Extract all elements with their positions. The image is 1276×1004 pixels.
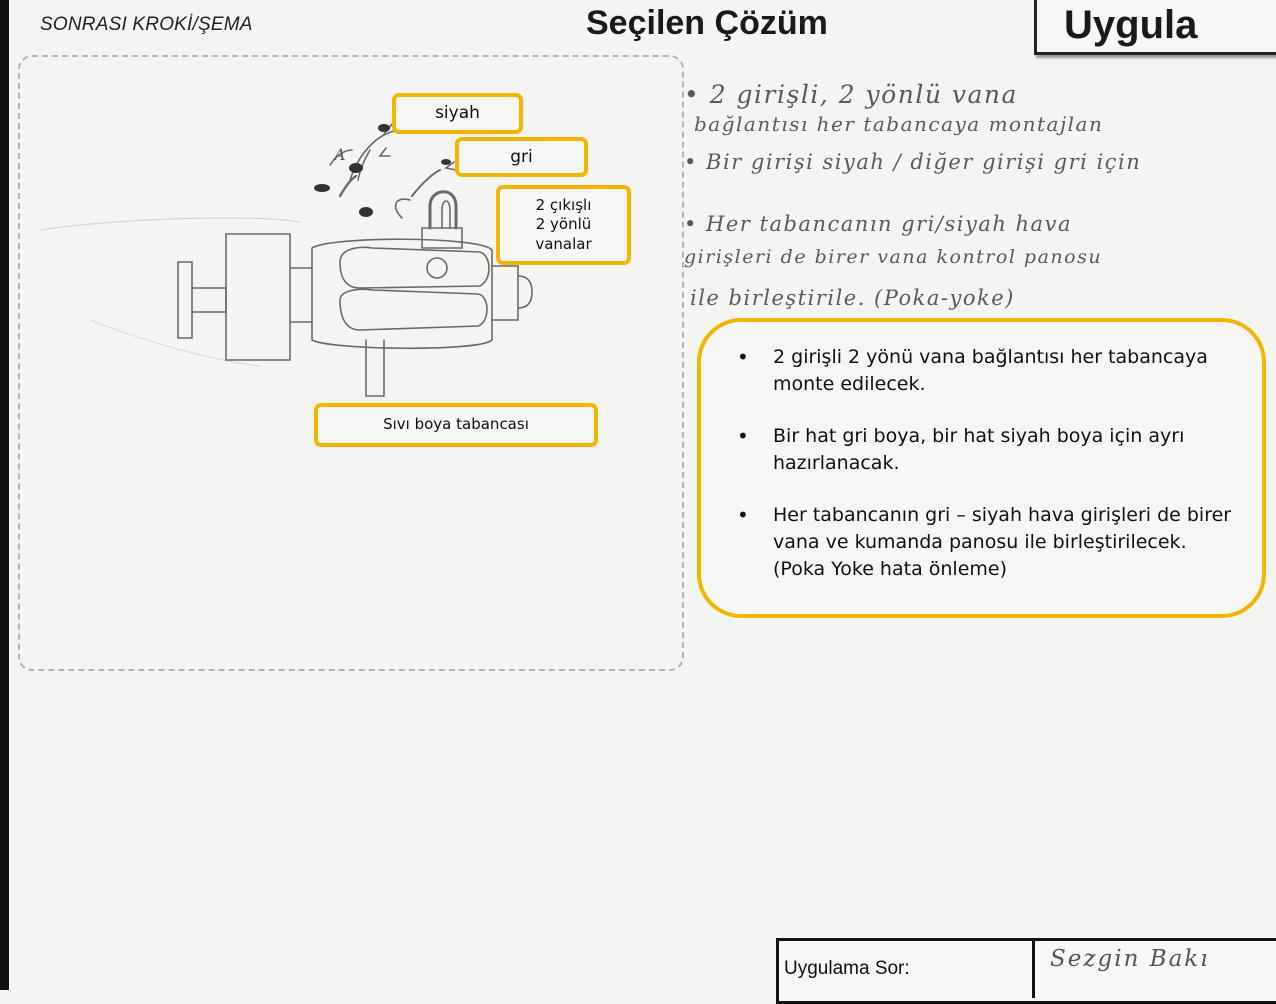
handwritten-note: bağlantısı her tabancaya montajlan [694, 112, 1104, 136]
handwritten-note: • Her tabancanın gri/siyah hava [684, 212, 1072, 236]
left-page-border [0, 0, 9, 990]
responsible-box-divider [1032, 938, 1035, 998]
sketch-letter-a: A [332, 145, 346, 164]
apply-title: Uygula [1064, 3, 1198, 47]
summary-bullet: Bir hat gri boya, bir hat siyah boya içi… [731, 423, 1232, 477]
handwritten-note: • 2 girişli, 2 yönlü vana [684, 80, 1018, 109]
callout-valves: 2 çıkışlı 2 yönlü vanalar [496, 185, 631, 265]
sketch-section-title: SONRASI KROKİ/ŞEMA [40, 14, 253, 35]
callout-valves-line2: 2 yönlü [535, 215, 592, 234]
callout-gri: gri [455, 137, 588, 177]
handwritten-note: • Bir girişi siyah / diğer girişi gri iç… [684, 150, 1142, 174]
callout-paint-gun-label: Sıvı boya tabancası [383, 415, 529, 434]
paint-gun-sketch: A [39, 123, 533, 397]
summary-bullet: Her tabancanın gri – siyah hava girişler… [731, 502, 1232, 583]
callout-siyah-label: siyah [435, 103, 480, 124]
responsible-label: Uygulama Sor: [784, 958, 910, 979]
solution-summary-list: 2 girişli 2 yönü vana bağlantısı her tab… [731, 344, 1232, 583]
apply-header-box [1034, 0, 1276, 55]
handwritten-note: ile birleştirile. (Poka-yoke) [690, 286, 1015, 310]
handwritten-note: girişleri de birer vana kontrol panosu [684, 246, 1103, 268]
callout-paint-gun: Sıvı boya tabancası [314, 403, 598, 447]
callout-valves-line1: 2 çıkışlı [535, 195, 592, 214]
sketch-area [18, 55, 684, 671]
callout-valves-line3: vanalar [535, 234, 592, 253]
callout-siyah: siyah [392, 93, 523, 134]
solution-summary-box: 2 girişli 2 yönü vana bağlantısı her tab… [697, 318, 1266, 618]
summary-bullet: 2 girişli 2 yönü vana bağlantısı her tab… [731, 344, 1232, 398]
responsible-signature: Sezgin Bakı [1050, 946, 1210, 972]
callout-gri-label: gri [510, 146, 533, 167]
selected-solution-title: Seçilen Çözüm [586, 4, 828, 42]
